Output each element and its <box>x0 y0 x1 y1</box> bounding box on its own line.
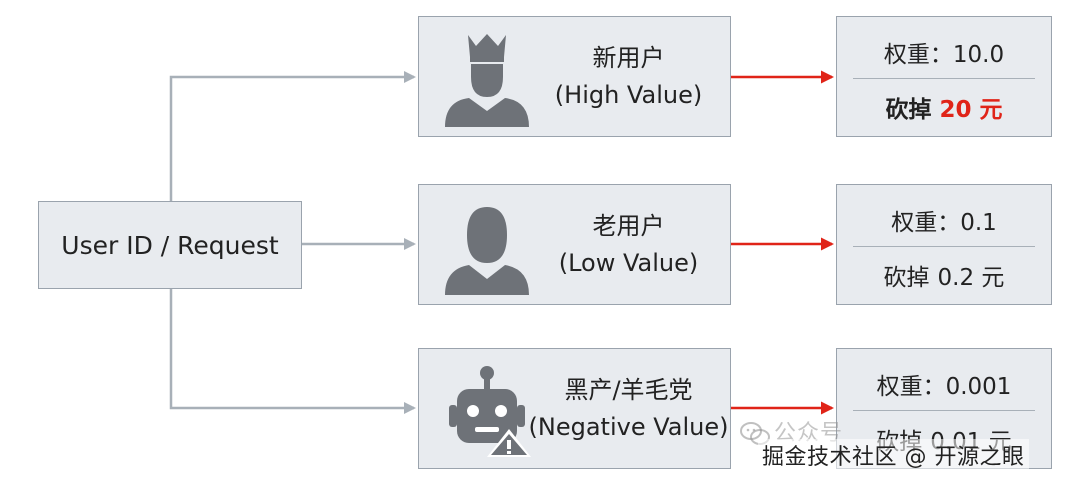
result-divider <box>853 78 1035 79</box>
connector-source-to-new-user <box>169 71 416 201</box>
old-user-weight: 权重：0.1 <box>891 210 997 236</box>
fraud-user-weight: 权重：0.001 <box>876 374 1012 400</box>
old-user-result-box: 权重：0.1 砍掉 0.2 元 <box>836 184 1052 305</box>
old-user-value-label: (Low Value) <box>558 248 699 277</box>
watermark: 公众号 掘金技术社区 @ 开源之眼 <box>736 415 1076 475</box>
new-user-result-box: 权重：10.0 砍掉 20 元 <box>836 16 1052 137</box>
robot-warning-icon <box>449 366 531 457</box>
watermark-line2: 掘金技术社区 @ 开源之眼 <box>758 439 1029 471</box>
old-user-cut-prefix: 砍掉 <box>883 265 930 291</box>
new-user-weight: 权重：10.0 <box>883 42 1005 68</box>
result-divider <box>853 246 1035 247</box>
fraud-user-box: 黑产/羊毛党 (Negative Value) <box>418 348 731 469</box>
new-user-cut-amount: 20 元 <box>939 97 1003 123</box>
old-user-box: 老用户 (Low Value) <box>418 184 731 305</box>
old-user-cut: 砍掉 0.2 元 <box>837 251 1051 299</box>
fraud-user-value-label: (Negative Value) <box>528 412 729 441</box>
old-user-name: 老用户 <box>592 211 665 240</box>
crowned-user-icon <box>445 34 529 127</box>
user-icon <box>445 207 529 295</box>
new-user-cut: 砍掉 20 元 <box>837 83 1051 131</box>
new-user-box: 新用户 (High Value) <box>418 16 731 137</box>
result-divider <box>853 410 1035 411</box>
source-label: User ID / Request <box>61 230 279 260</box>
new-user-cut-prefix: 砍掉 <box>885 97 932 123</box>
new-user-value-label: (High Value) <box>554 80 703 109</box>
fraud-user-name: 黑产/羊毛党 <box>564 375 693 404</box>
connector-source-to-fraud <box>169 289 416 414</box>
old-user-cut-amount: 0.2 元 <box>937 265 1005 291</box>
new-user-name: 新用户 <box>592 43 665 72</box>
source-box: User ID / Request <box>38 201 302 289</box>
